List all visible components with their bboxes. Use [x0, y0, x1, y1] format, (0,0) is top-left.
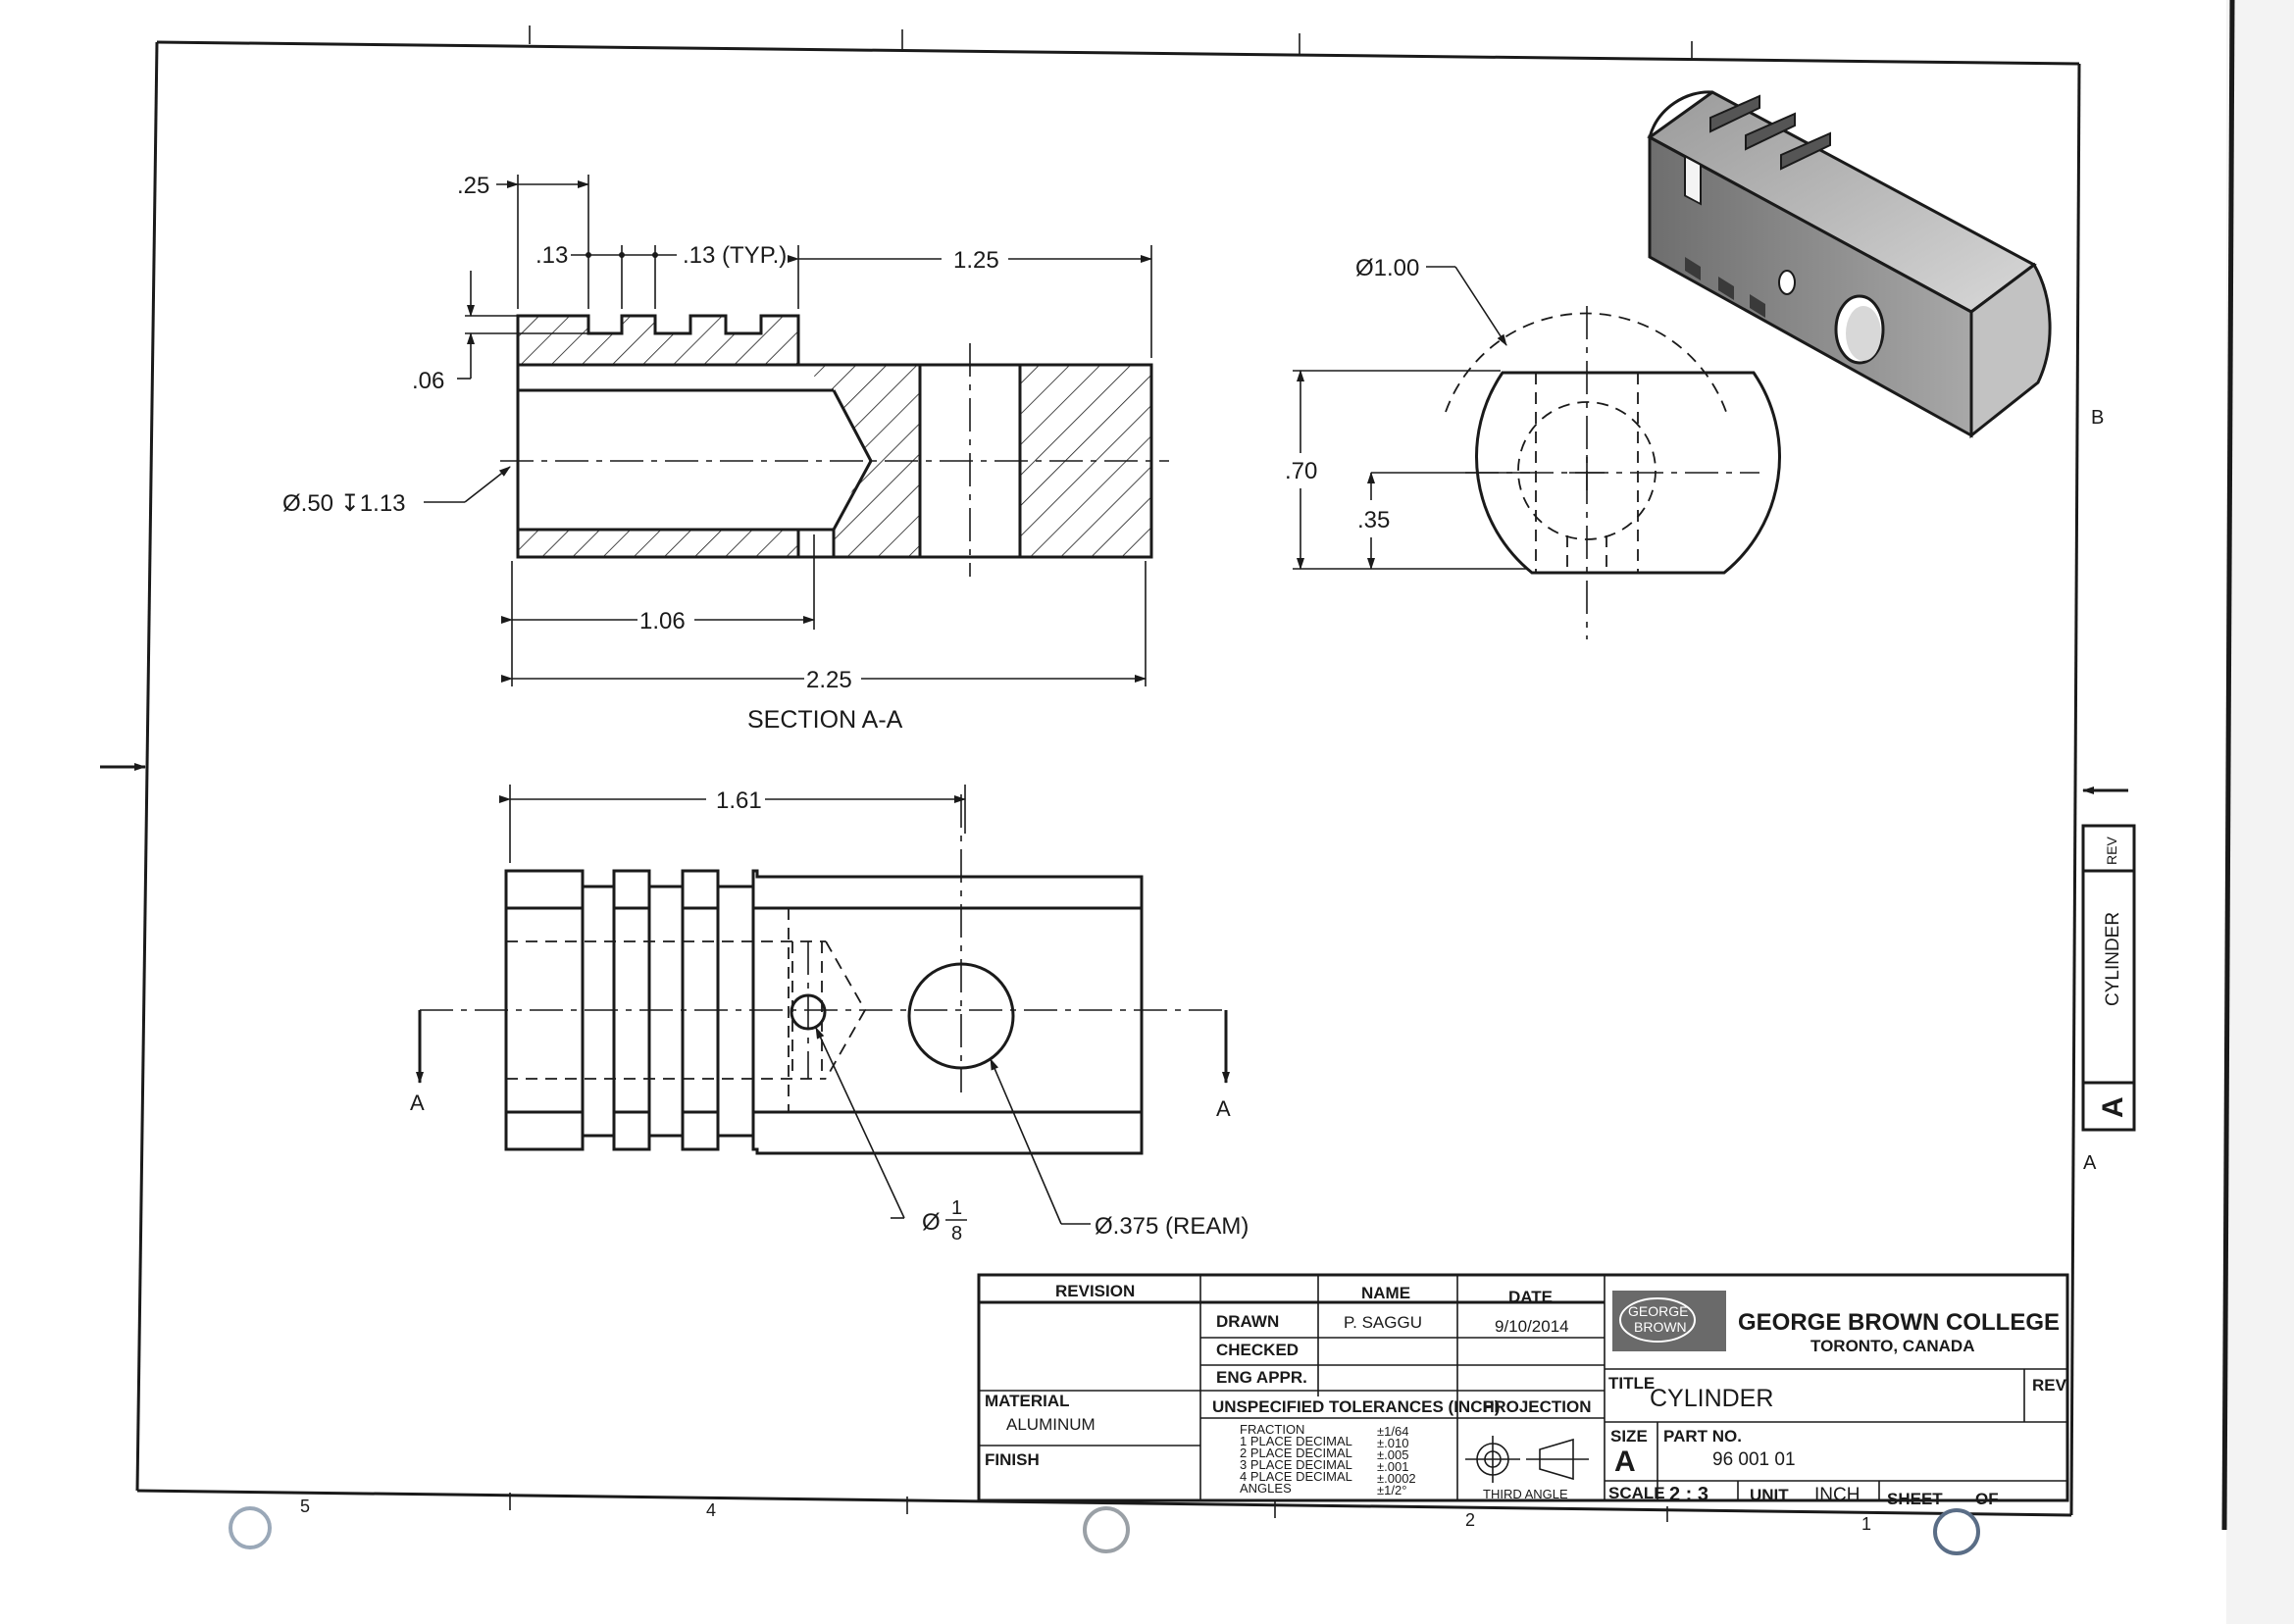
projection-header: PROJECTION: [1483, 1397, 1592, 1416]
side-rev-box: [2081, 824, 2136, 1132]
scale-value: 2 : 3: [1669, 1484, 1708, 1505]
zone-label-b: B: [2091, 407, 2104, 429]
dim-hole-small-prefix: Ø: [922, 1209, 941, 1236]
section-marker-right: A: [1216, 1096, 1231, 1121]
material-label: MATERIAL: [985, 1392, 1070, 1410]
side-rev-label: REV: [2104, 837, 2119, 865]
section-view: [500, 314, 1169, 577]
date-header: DATE: [1508, 1288, 1553, 1306]
section-marker-left: A: [410, 1091, 425, 1115]
size-label: SIZE: [1610, 1427, 1648, 1446]
tolerance-label: FRACTION: [1240, 1422, 1304, 1437]
col-label-5: 5: [300, 1497, 310, 1516]
drawn-label: DRAWN: [1216, 1312, 1279, 1331]
tolerance-list: FRACTION ±1/64 1 PLACE DECIMAL ±.010 2 P…: [1240, 1422, 1416, 1497]
college-logo: [1612, 1291, 1726, 1351]
dim-106: 1.06: [639, 608, 686, 634]
college-location: TORONTO, CANADA: [1810, 1337, 1975, 1355]
tolerance-label: 2 PLACE DECIMAL: [1240, 1446, 1352, 1460]
end-view: [1445, 306, 1781, 639]
col-label-1: 1: [1861, 1514, 1871, 1534]
part-no-label: PART NO.: [1663, 1427, 1742, 1446]
third-angle-projection-icon: [1465, 1436, 1589, 1483]
page-edge-line: [2221, 0, 2235, 1531]
drawn-name: P. SAGGU: [1344, 1313, 1422, 1332]
top-view: [416, 794, 1230, 1155]
tolerances-header: UNSPECIFIED TOLERANCES (INCH): [1212, 1397, 1500, 1416]
section-dimensions: [424, 175, 1152, 686]
dim-dia100: Ø1.00: [1355, 255, 1419, 281]
size-value: A: [1614, 1446, 1636, 1478]
dim-035: .35: [1357, 507, 1390, 533]
scale-label: SCALE: [1608, 1484, 1665, 1502]
tolerance-value: ±.010: [1377, 1436, 1408, 1450]
revision-header: REVISION: [1055, 1282, 1135, 1300]
zone-label-a: A: [2083, 1152, 2097, 1174]
end-view-dimensions: [1293, 266, 1530, 570]
unit-value: INCH: [1814, 1485, 1860, 1505]
side-title: CYLINDER: [2103, 912, 2123, 1006]
projection-value: THIRD ANGLE: [1483, 1487, 1568, 1501]
dim-161: 1.61: [716, 787, 762, 814]
sheet-label: SHEET: [1887, 1490, 1943, 1508]
col-label-2: 2: [1465, 1510, 1475, 1530]
dim-ream: Ø.375 (REAM): [1095, 1213, 1249, 1240]
dim-hole-small-den: 8: [951, 1223, 962, 1244]
material-value: ALUMINUM: [1006, 1415, 1096, 1434]
logo-line1: GEORGE: [1628, 1303, 1688, 1319]
unit-label: UNIT: [1750, 1486, 1789, 1504]
page-edge: [2226, 0, 2294, 1624]
title-label: TITLE: [1608, 1374, 1655, 1393]
dim-013: .13: [535, 242, 568, 269]
dim-hole-small-num: 1: [951, 1197, 962, 1219]
isometric-view: [1647, 90, 2052, 439]
side-size: A: [2097, 1096, 2129, 1118]
of-label: OF: [1975, 1490, 1999, 1508]
title-block-grid: [977, 1273, 2069, 1502]
tolerance-label: 3 PLACE DECIMAL: [1240, 1457, 1352, 1472]
col-label-4: 4: [706, 1500, 716, 1520]
tolerance-label: ANGLES: [1240, 1481, 1292, 1496]
top-view-dimensions: [499, 785, 1091, 1225]
dim-225: 2.25: [806, 667, 852, 693]
tolerance-value: ±1/2°: [1377, 1483, 1406, 1497]
dim-025: .25: [457, 173, 489, 199]
college-name: GEORGE BROWN COLLEGE: [1738, 1309, 2060, 1336]
finish-label: FINISH: [985, 1450, 1040, 1469]
part-no-value: 96 001 01: [1712, 1449, 1796, 1470]
checked-label: CHECKED: [1216, 1341, 1299, 1359]
tolerance-value: ±.001: [1377, 1459, 1408, 1474]
dim-013-typ: .13 (TYP.): [683, 242, 787, 269]
tolerance-value: ±.005: [1377, 1447, 1408, 1462]
rev-label: REV: [2032, 1376, 2067, 1395]
punch-holes: [229, 1506, 1980, 1555]
title-value: CYLINDER: [1650, 1385, 1773, 1412]
logo-line2: BROWN: [1634, 1319, 1687, 1335]
eng-appr-label: ENG APPR.: [1216, 1368, 1307, 1387]
dim-bore: Ø.50 ↧1.13: [282, 490, 406, 517]
name-header: NAME: [1361, 1284, 1410, 1302]
tolerance-value: ±1/64: [1377, 1424, 1408, 1439]
tolerance-label: 1 PLACE DECIMAL: [1240, 1434, 1352, 1448]
tolerance-value: ±.0002: [1377, 1471, 1416, 1486]
dim-006: .06: [412, 368, 444, 394]
section-label: SECTION A-A: [747, 706, 903, 734]
drawing-border: [100, 25, 2128, 1522]
tolerance-label: 4 PLACE DECIMAL: [1240, 1469, 1352, 1484]
dim-070: .70: [1285, 458, 1317, 484]
dim-125: 1.25: [953, 247, 999, 274]
drawn-date: 9/10/2014: [1495, 1317, 1569, 1336]
